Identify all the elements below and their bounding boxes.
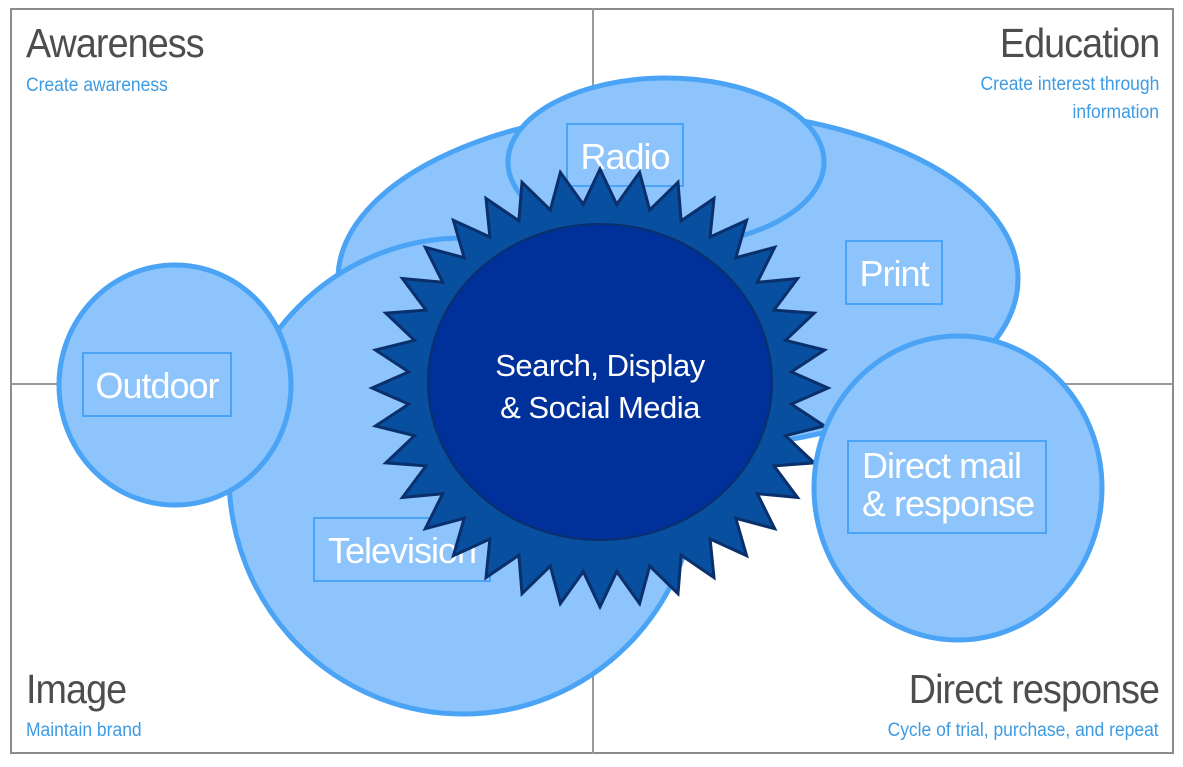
direct-response-title: Direct response bbox=[908, 666, 1160, 712]
outdoor-label: Outdoor bbox=[95, 365, 219, 406]
image-subtitle: Maintain brand bbox=[26, 720, 142, 741]
center-label-line1: Search, Display bbox=[495, 348, 706, 383]
radio-label: Radio bbox=[580, 136, 669, 177]
direct-mail-label-box bbox=[847, 440, 1047, 534]
outdoor-label-box bbox=[82, 352, 232, 417]
direct-mail-bubble bbox=[811, 333, 1105, 643]
education-title: Education bbox=[999, 20, 1160, 66]
outdoor-bubble bbox=[56, 262, 294, 508]
direct-mail-label-line1: Direct mail bbox=[862, 445, 1021, 486]
television-label: Television bbox=[328, 530, 476, 571]
print-label-box bbox=[845, 240, 943, 305]
education-subtitle-line1: Create interest through bbox=[980, 74, 1159, 95]
center-label-line2: & Social Media bbox=[500, 390, 701, 425]
direct-mail-label-line2: & response bbox=[862, 483, 1034, 524]
education-subtitle-line2: information bbox=[1072, 102, 1159, 123]
center-ellipse bbox=[427, 223, 773, 541]
awareness-subtitle: Create awareness bbox=[26, 75, 168, 96]
radio-label-box bbox=[566, 123, 684, 187]
image-title: Image bbox=[26, 666, 127, 712]
print-label: Print bbox=[859, 253, 929, 294]
direct-response-subtitle: Cycle of trial, purchase, and repeat bbox=[887, 720, 1159, 741]
awareness-title: Awareness bbox=[26, 20, 205, 66]
